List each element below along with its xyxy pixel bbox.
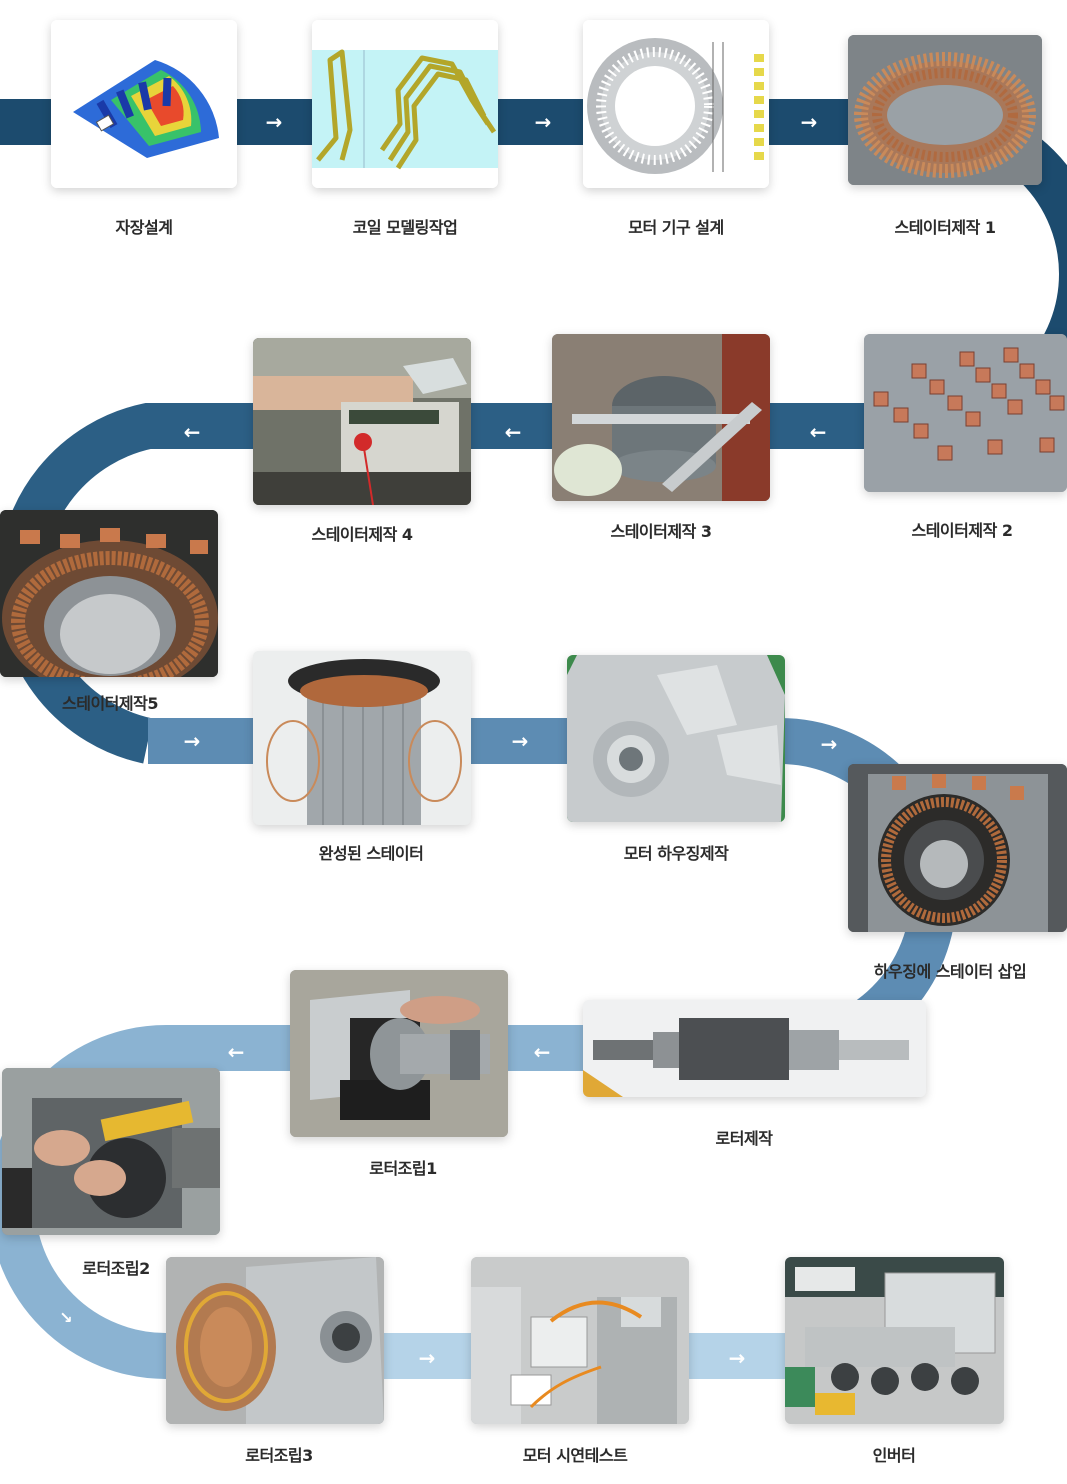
step-label: 로터조립1: [369, 1159, 437, 1178]
step-card: [848, 764, 1067, 932]
stator-winding-image: [0, 510, 218, 677]
arrow-right: →: [183, 729, 201, 753]
stator-ring-image: [848, 35, 1042, 185]
arrow-right: →: [534, 110, 552, 134]
step-label: 로터조립2: [82, 1259, 150, 1278]
step-card: [848, 35, 1042, 185]
step-card: [864, 334, 1067, 492]
step-label: 스테이터제작 2: [911, 521, 1013, 540]
test-bench-image: [471, 1257, 689, 1424]
arrow-left: ←: [533, 1040, 551, 1064]
step-card: [583, 1000, 926, 1097]
step-card: [471, 1257, 689, 1424]
step-card: [567, 655, 785, 822]
step-label: 스테이터제작5: [62, 694, 158, 713]
arrow-left: ←: [183, 420, 201, 444]
step-card: [253, 651, 471, 825]
finished-stator-image: [253, 651, 471, 825]
arrow-right: →: [511, 729, 529, 753]
arrow-right: →: [800, 110, 818, 134]
arrow-right: →: [820, 732, 838, 756]
motor-drawing-image: [583, 20, 769, 188]
step-label: 모터 시연테스트: [522, 1446, 628, 1465]
step-card: [785, 1257, 1004, 1424]
housing-image: [567, 655, 785, 822]
field-simulation-image: [51, 20, 237, 188]
step-card: [253, 338, 471, 505]
arrow-left: ←: [504, 420, 522, 444]
sealant-image: [2, 1068, 220, 1235]
step-card: [51, 20, 237, 188]
step-card: [0, 510, 218, 677]
step-label: 모터 하우징제작: [623, 844, 729, 863]
step-label: 로터조립3: [245, 1446, 313, 1465]
step-label: 로터제작: [715, 1129, 773, 1148]
step-card: [166, 1257, 384, 1424]
arrow-down-right: ↘: [59, 1308, 73, 1327]
step-label: 자장설계: [115, 218, 173, 237]
arrow-right: →: [728, 1346, 746, 1370]
rotor-assembly-image: [290, 970, 508, 1137]
rotor-image: [583, 1000, 926, 1097]
step-card: [2, 1068, 220, 1235]
stator-in-housing-image: [848, 764, 1067, 932]
tester-image: [253, 338, 471, 505]
arrow-left: ←: [227, 1040, 245, 1064]
copper-bars-image: [864, 334, 1067, 492]
inverter-image: [785, 1257, 1004, 1424]
arrow-right: →: [418, 1346, 436, 1370]
step-label: 스테이터제작 4: [311, 525, 413, 544]
step-label: 하우징에 스테이터 삽입: [873, 962, 1027, 981]
step-label: 스테이터제작 3: [610, 522, 712, 541]
step-card: [290, 970, 508, 1137]
step-card: [312, 20, 498, 188]
step-label: 모터 기구 설계: [628, 218, 724, 237]
step-label: 코일 모델링작업: [352, 218, 458, 237]
step-label: 스테이터제작 1: [894, 218, 996, 237]
arrow-right: →: [265, 110, 283, 134]
step-label: 인버터: [872, 1446, 916, 1465]
assembled-motor-image: [166, 1257, 384, 1424]
step-label: 완성된 스테이터: [318, 844, 424, 863]
step-card: [583, 20, 769, 188]
arrow-left: ←: [809, 420, 827, 444]
stator-jig-image: [552, 334, 770, 501]
coil-model-image: [312, 20, 498, 188]
step-card: [552, 334, 770, 501]
